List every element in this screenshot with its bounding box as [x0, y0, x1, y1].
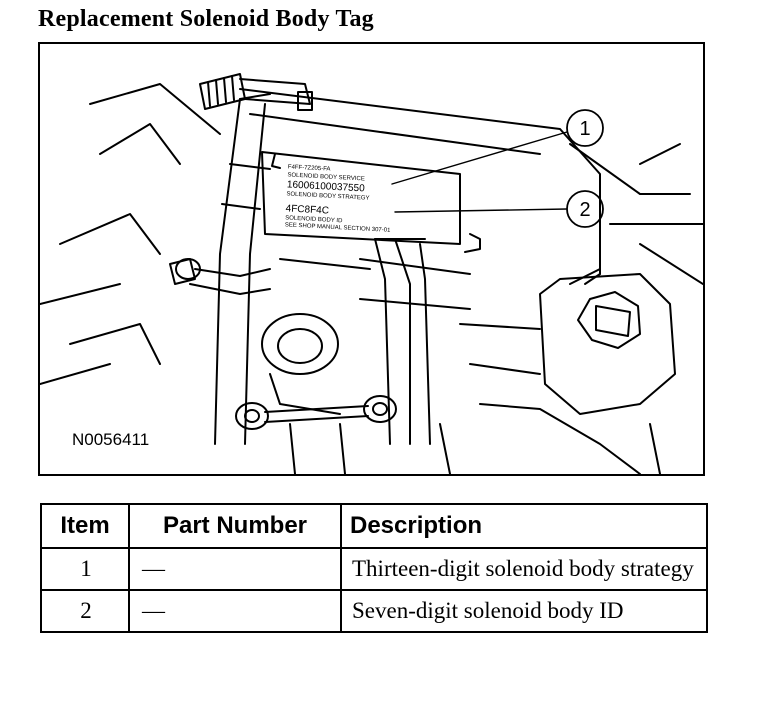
line-drawing: [40, 73, 703, 474]
callout-1: 1: [579, 118, 590, 140]
header-part-number: Part Number: [128, 503, 342, 549]
legend-table: Item Part Number Description 1 — Thirtee…: [40, 503, 708, 633]
row-item: 1: [40, 547, 130, 591]
row-part-number: —: [128, 589, 342, 633]
callout-labels: 1 2: [579, 118, 590, 221]
table-row: 1 — Thirteen-digit solenoid body strateg…: [40, 547, 708, 591]
table-row: 2 — Seven-digit solenoid body ID: [40, 589, 708, 633]
solenoid-body-illustration: 1 2 F4FF-7Z205-FA SOLENOID BODY SERVICE …: [38, 42, 705, 476]
tag-text: F4FF-7Z205-FA SOLENOID BODY SERVICE 1600…: [285, 164, 392, 234]
header-description: Description: [340, 503, 708, 549]
tag-line-3: 16006100037550: [287, 179, 366, 194]
tag-line-7: SEE SHOP MANUAL SECTION 307-01: [285, 222, 392, 234]
row-part-number: —: [128, 547, 342, 591]
page-title: Replacement Solenoid Body Tag: [38, 6, 374, 32]
row-description: Thirteen-digit solenoid body strategy: [340, 547, 708, 591]
callout-2: 2: [579, 199, 590, 221]
row-item: 2: [40, 589, 130, 633]
tag-line-1: F4FF-7Z205-FA: [288, 164, 331, 172]
tag-line-2: SOLENOID BODY SERVICE: [287, 172, 365, 182]
tag-line-5: 4FC8F4C: [285, 203, 329, 216]
tag-line-4: SOLENOID BODY STRATEGY: [286, 191, 369, 201]
figure-id: N0056411: [70, 430, 152, 450]
header-item: Item: [40, 503, 130, 549]
row-description: Seven-digit solenoid body ID: [340, 589, 708, 633]
legend-header-row: Item Part Number Description: [40, 503, 708, 549]
tag-line-6: SOLENOID BODY ID: [285, 215, 343, 224]
